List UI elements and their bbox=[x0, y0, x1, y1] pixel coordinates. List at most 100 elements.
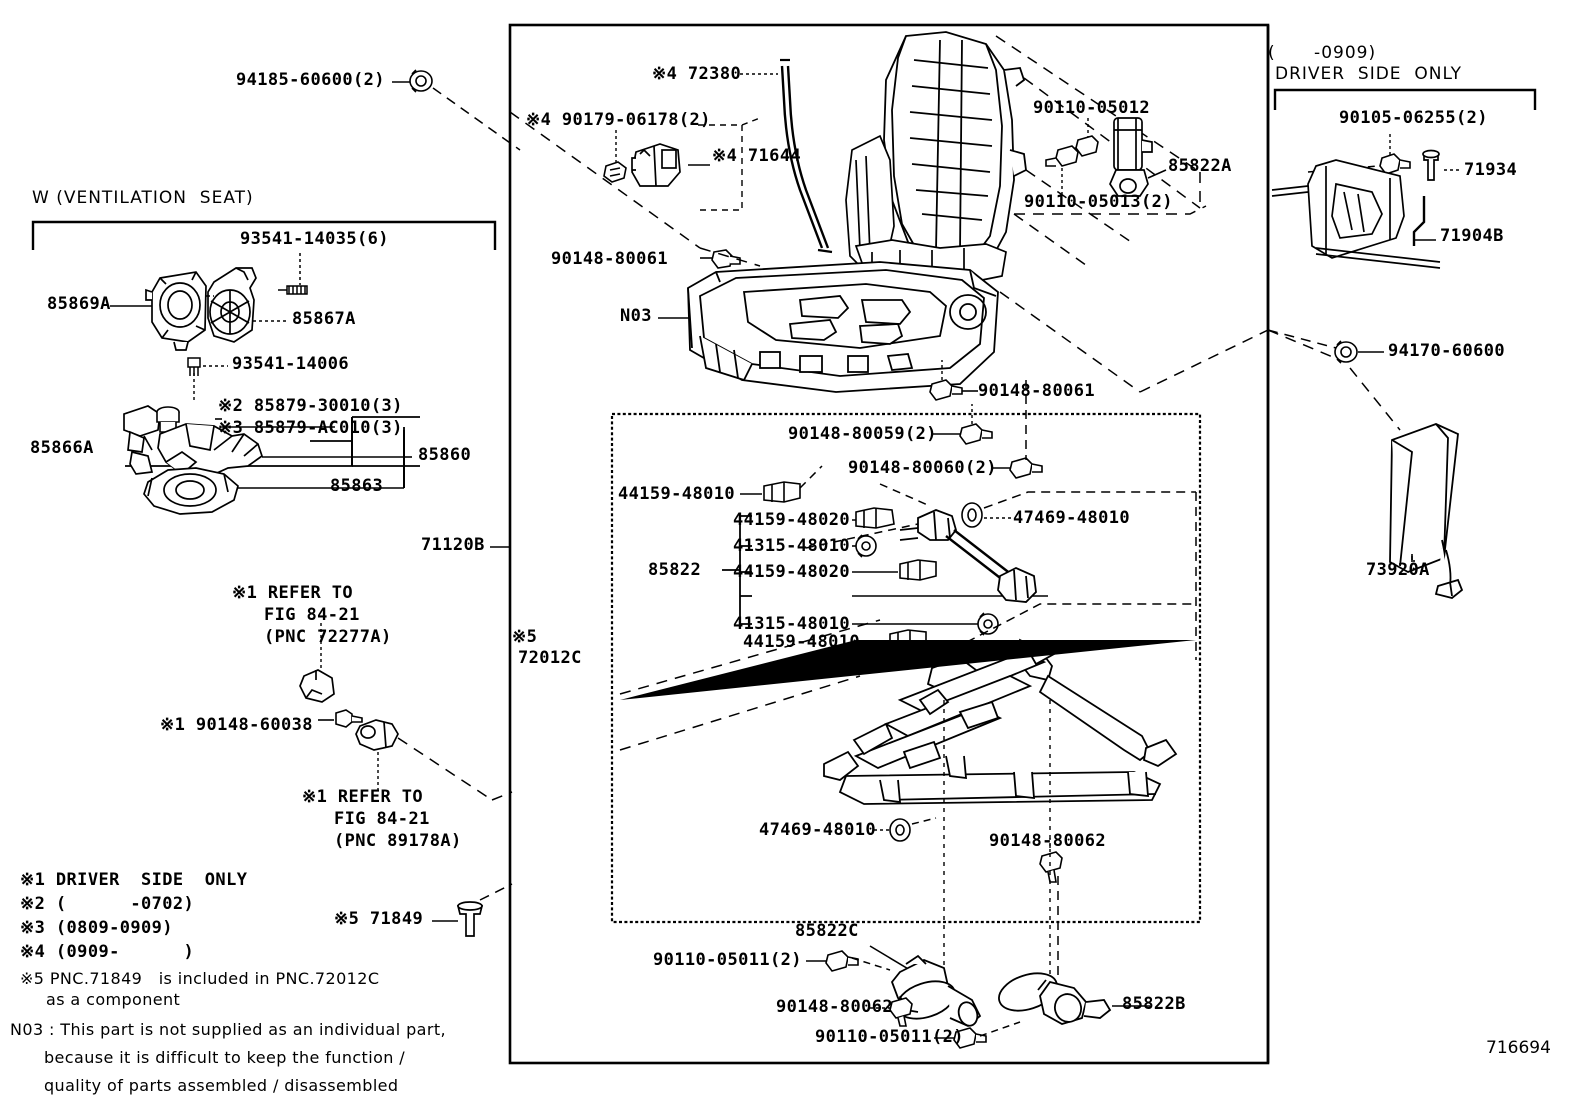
part-72277a bbox=[299, 669, 335, 703]
label-47469-48010-a: 47469-48010 bbox=[1013, 508, 1130, 528]
label-44159-48020-a: 44159-48020 bbox=[733, 510, 850, 530]
label-90179-06178: ※4 90179-06178(2) bbox=[526, 110, 711, 130]
label-85822C: 85822C bbox=[795, 921, 859, 941]
seat-back-frame bbox=[883, 31, 1027, 269]
label-94185-60600: 94185-60600(2) bbox=[236, 70, 385, 90]
note-2: ※2 ( -0702) bbox=[20, 894, 195, 914]
washer-47469-48010-b bbox=[889, 818, 911, 842]
label-71934: 71934 bbox=[1464, 160, 1518, 180]
part-85863 bbox=[143, 467, 239, 515]
label-93541-14006: 93541-14006 bbox=[232, 354, 349, 374]
note-1: ※1 DRIVER SIDE ONLY bbox=[20, 870, 248, 890]
nut-41315-48010-a bbox=[855, 534, 877, 558]
label-85860: 85860 bbox=[418, 445, 472, 465]
label-refer-72277a-line3: (PNC 72277A) bbox=[264, 627, 392, 647]
bolt-90148-80062-a bbox=[1039, 851, 1063, 883]
bolt-90110-05011-a bbox=[825, 950, 859, 972]
label-85822: 85822 bbox=[648, 560, 702, 580]
label-85869A: 85869A bbox=[47, 294, 111, 314]
part-85866a-cluster bbox=[123, 405, 161, 475]
motor-85822b bbox=[998, 972, 1112, 1025]
note-5-line1: ※5 PNC.71849 is included in PNC.72012C bbox=[20, 969, 380, 988]
dashed-71644-box bbox=[698, 124, 743, 211]
label-71904B: 71904B bbox=[1440, 226, 1504, 246]
seat-back-side-panel bbox=[845, 134, 895, 274]
rod-71904b bbox=[1412, 196, 1426, 246]
label-41315-48010-a: 41315-48010 bbox=[733, 536, 850, 556]
label-N03: N03 bbox=[620, 306, 652, 326]
label-refer-72277a-line2: FIG 84-21 bbox=[264, 605, 360, 625]
seat-cushion-frame bbox=[687, 261, 999, 393]
part-85867a bbox=[207, 267, 257, 343]
clip-71849 bbox=[456, 901, 484, 937]
label-71120B: 71120B bbox=[421, 535, 485, 555]
part-85879-bolt bbox=[156, 406, 180, 441]
seat-back-lower bbox=[854, 239, 1007, 285]
bolt-90105-06255 bbox=[1379, 153, 1411, 175]
label-refer-89178a-line3: (PNC 89178A) bbox=[334, 831, 462, 851]
screw-93541-14006 bbox=[187, 357, 201, 376]
label-71644: ※4 71644 bbox=[712, 146, 802, 166]
label-90105-06255: 90105-06255(2) bbox=[1339, 108, 1488, 128]
label-90148-80060: 90148-80060(2) bbox=[848, 458, 997, 478]
label-85822B: 85822B bbox=[1122, 994, 1186, 1014]
note-n03-line1: N03 : This part is not supplied as an in… bbox=[10, 1020, 446, 1039]
label-72012C-mark: ※5 bbox=[512, 627, 538, 647]
bolt-90148-80061-a bbox=[711, 249, 741, 269]
label-72012C: 72012C bbox=[518, 648, 582, 668]
part-71904-bracket bbox=[1271, 159, 1441, 269]
label-90110-05011-b: 90110-05011(2) bbox=[815, 1027, 964, 1047]
bolt-90179-06178 bbox=[603, 161, 627, 183]
label-90148-80062-b: 90148-80062 bbox=[776, 997, 893, 1017]
seat-rail-assembly bbox=[823, 638, 1178, 805]
dashed-seat-right-bottom bbox=[999, 291, 1141, 393]
label-85879-AC010: ※3 85879-AC010(3) bbox=[218, 418, 403, 438]
main-frame-border bbox=[508, 23, 1270, 1065]
motor-85822a bbox=[1109, 117, 1153, 197]
driver-side-line2: DRIVER SIDE ONLY bbox=[1275, 64, 1463, 84]
bolt-90148-60038 bbox=[335, 709, 363, 728]
label-47469-48010-b: 47469-48010 bbox=[759, 820, 876, 840]
motor-85822c bbox=[890, 954, 982, 1028]
label-90110-05011-a: 90110-05011(2) bbox=[653, 950, 802, 970]
note-4: ※4 (0909- ) bbox=[20, 942, 195, 962]
dashed-seat-left bbox=[509, 111, 701, 249]
label-90148-80061-b: 90148-80061 bbox=[978, 381, 1095, 401]
washer-94170 bbox=[1334, 340, 1358, 364]
dashed-71849 bbox=[479, 883, 513, 901]
label-44159-48020-b: 44159-48020 bbox=[733, 562, 850, 582]
figure-number: 716694 bbox=[1486, 1038, 1551, 1058]
note-n03-line2: because it is difficult to keep the func… bbox=[44, 1048, 406, 1067]
bolt-90148-80061-b bbox=[929, 379, 963, 401]
label-85822A: 85822A bbox=[1168, 156, 1232, 176]
driver-side-bracket bbox=[1273, 88, 1537, 110]
label-90110-05013: 90110-05013(2) bbox=[1024, 192, 1173, 212]
nut-41315-48010-b bbox=[977, 612, 999, 636]
ventilation-seat-header: W (VENTILATION SEAT) bbox=[32, 188, 254, 208]
leader-85822c bbox=[869, 945, 911, 971]
part-85869a bbox=[145, 271, 207, 351]
label-90110-05012: 90110-05012 bbox=[1033, 98, 1150, 118]
washer-94185 bbox=[409, 69, 433, 93]
label-90148-80062-a: 90148-80062 bbox=[989, 831, 1106, 851]
bolt-90110-05013 bbox=[1045, 145, 1079, 167]
label-90148-60038: ※1 90148-60038 bbox=[160, 715, 313, 735]
bushing-44159-48010-b bbox=[889, 629, 927, 651]
bushing-44159-48020-b bbox=[899, 559, 937, 581]
label-71849: ※5 71849 bbox=[334, 909, 424, 929]
label-85867A: 85867A bbox=[292, 309, 356, 329]
bushing-44159-48010-a bbox=[763, 481, 801, 503]
label-refer-89178a-line1: ※1 REFER TO bbox=[302, 787, 423, 807]
note-n03-line3: quality of parts assembled / disassemble… bbox=[44, 1076, 399, 1095]
label-94170-60600: 94170-60600 bbox=[1388, 341, 1505, 361]
label-41315-48010-b: 41315-48010 bbox=[733, 614, 850, 634]
label-44159-48010-a: 44159-48010 bbox=[618, 484, 735, 504]
bolt-90148-80059 bbox=[959, 423, 993, 445]
leader-85822a bbox=[1147, 169, 1167, 179]
label-90148-80061-a: 90148-80061 bbox=[551, 249, 668, 269]
bushing-44159-48020-a bbox=[855, 507, 895, 529]
label-93541-14035: 93541-14035(6) bbox=[240, 229, 389, 249]
label-85879-30010: ※2 85879-30010(3) bbox=[218, 396, 403, 416]
label-44159-48010-b: 44159-48010 bbox=[743, 632, 860, 652]
label-73920A: 73920A bbox=[1366, 560, 1430, 580]
